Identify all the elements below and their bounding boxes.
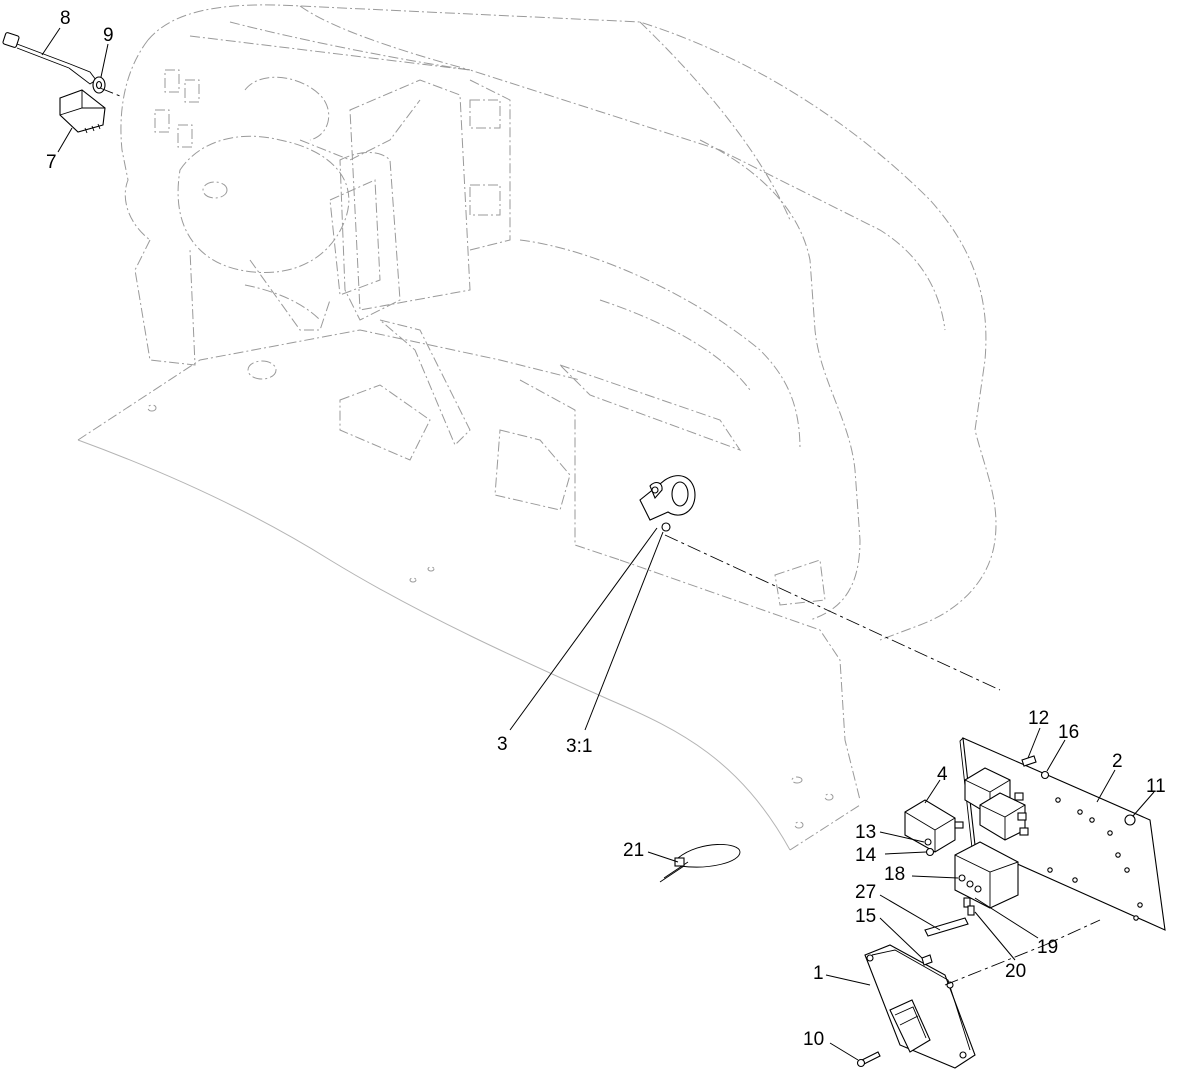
callout-16: 16 <box>1058 722 1079 743</box>
switch-part-7 <box>59 89 106 134</box>
callout-4: 4 <box>937 764 948 785</box>
fuse-block-part-18 <box>954 841 1019 909</box>
screw-part-12 <box>1021 755 1037 767</box>
callout-13: 13 <box>855 822 876 843</box>
screw-part-10 <box>856 1051 881 1068</box>
callout-10: 10 <box>803 1029 824 1050</box>
callout-12: 12 <box>1028 708 1049 729</box>
callout-19: 19 <box>1037 937 1058 958</box>
callout-9: 9 <box>103 25 114 46</box>
callout-27: 27 <box>855 882 876 903</box>
module-axis-line <box>944 944 1046 986</box>
ring-part-9 <box>92 76 106 94</box>
callout-2: 2 <box>1112 751 1123 772</box>
screw-part-15 <box>921 954 933 966</box>
fuse-part-19 <box>963 897 971 908</box>
nut-part-11 <box>1124 814 1136 826</box>
callout-20: 20 <box>1005 961 1026 982</box>
callout-8: 8 <box>60 8 71 29</box>
dashboard-phantom-outline <box>77 4 997 851</box>
relay-part-4 <box>904 799 964 853</box>
fuse-part-20 <box>967 905 975 916</box>
clamp-part-3 <box>639 475 696 532</box>
bracket-axis-line <box>664 534 1001 691</box>
controller-module-part-1 <box>864 944 976 1069</box>
callout-1: 1 <box>813 963 824 984</box>
plate-axis-line <box>1044 919 1101 946</box>
callout-21: 21 <box>623 840 644 861</box>
cable-assembly-part-8 <box>2 32 97 85</box>
cable-tie-part-21 <box>659 844 741 883</box>
callout-18: 18 <box>884 864 905 885</box>
relay-bank <box>964 767 1029 841</box>
leader-lines <box>41 27 1155 1061</box>
washer-part-13 <box>924 838 932 846</box>
washer-part-16 <box>1040 770 1050 780</box>
callout-3-1: 3:1 <box>566 736 592 757</box>
callout-15: 15 <box>855 906 876 927</box>
strap-part-27 <box>924 917 969 937</box>
nut-part-14 <box>925 847 935 857</box>
callout-14: 14 <box>855 845 877 866</box>
switch-axis-line <box>99 87 121 97</box>
callout-3: 3 <box>497 734 508 755</box>
callout-labels: 8 9 7 3 3:1 12 16 2 11 4 13 14 21 18 27 … <box>46 8 1166 1050</box>
callout-11: 11 <box>1146 776 1166 797</box>
callout-7: 7 <box>46 152 57 173</box>
